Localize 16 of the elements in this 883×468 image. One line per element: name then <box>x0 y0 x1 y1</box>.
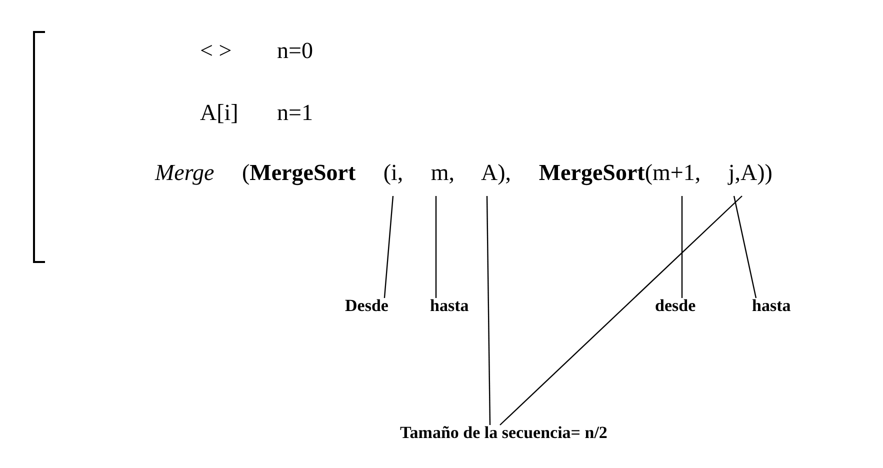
array-element: A[i] <box>200 100 238 126</box>
annotation-label: Tamaño de la secuencia= n/2 <box>400 423 608 443</box>
leader-line <box>500 196 742 426</box>
leader-line <box>486 196 491 425</box>
recursive-formula: Merge (MergeSort (i, m, A), MergeSort(m+1, j,A)) <box>155 160 772 186</box>
annotation-label: Desde <box>345 296 388 316</box>
annotation-label: hasta <box>430 296 469 316</box>
leader-line <box>733 196 757 298</box>
case-condition: n=1 <box>277 100 313 126</box>
annotation-label: hasta <box>752 296 791 316</box>
leader-line <box>435 196 437 298</box>
leader-line <box>681 196 683 298</box>
annotation-label: desde <box>655 296 696 316</box>
case-condition: n=0 <box>277 38 313 64</box>
leader-line <box>384 196 394 298</box>
empty-sequence-symbol: < > <box>200 38 232 64</box>
